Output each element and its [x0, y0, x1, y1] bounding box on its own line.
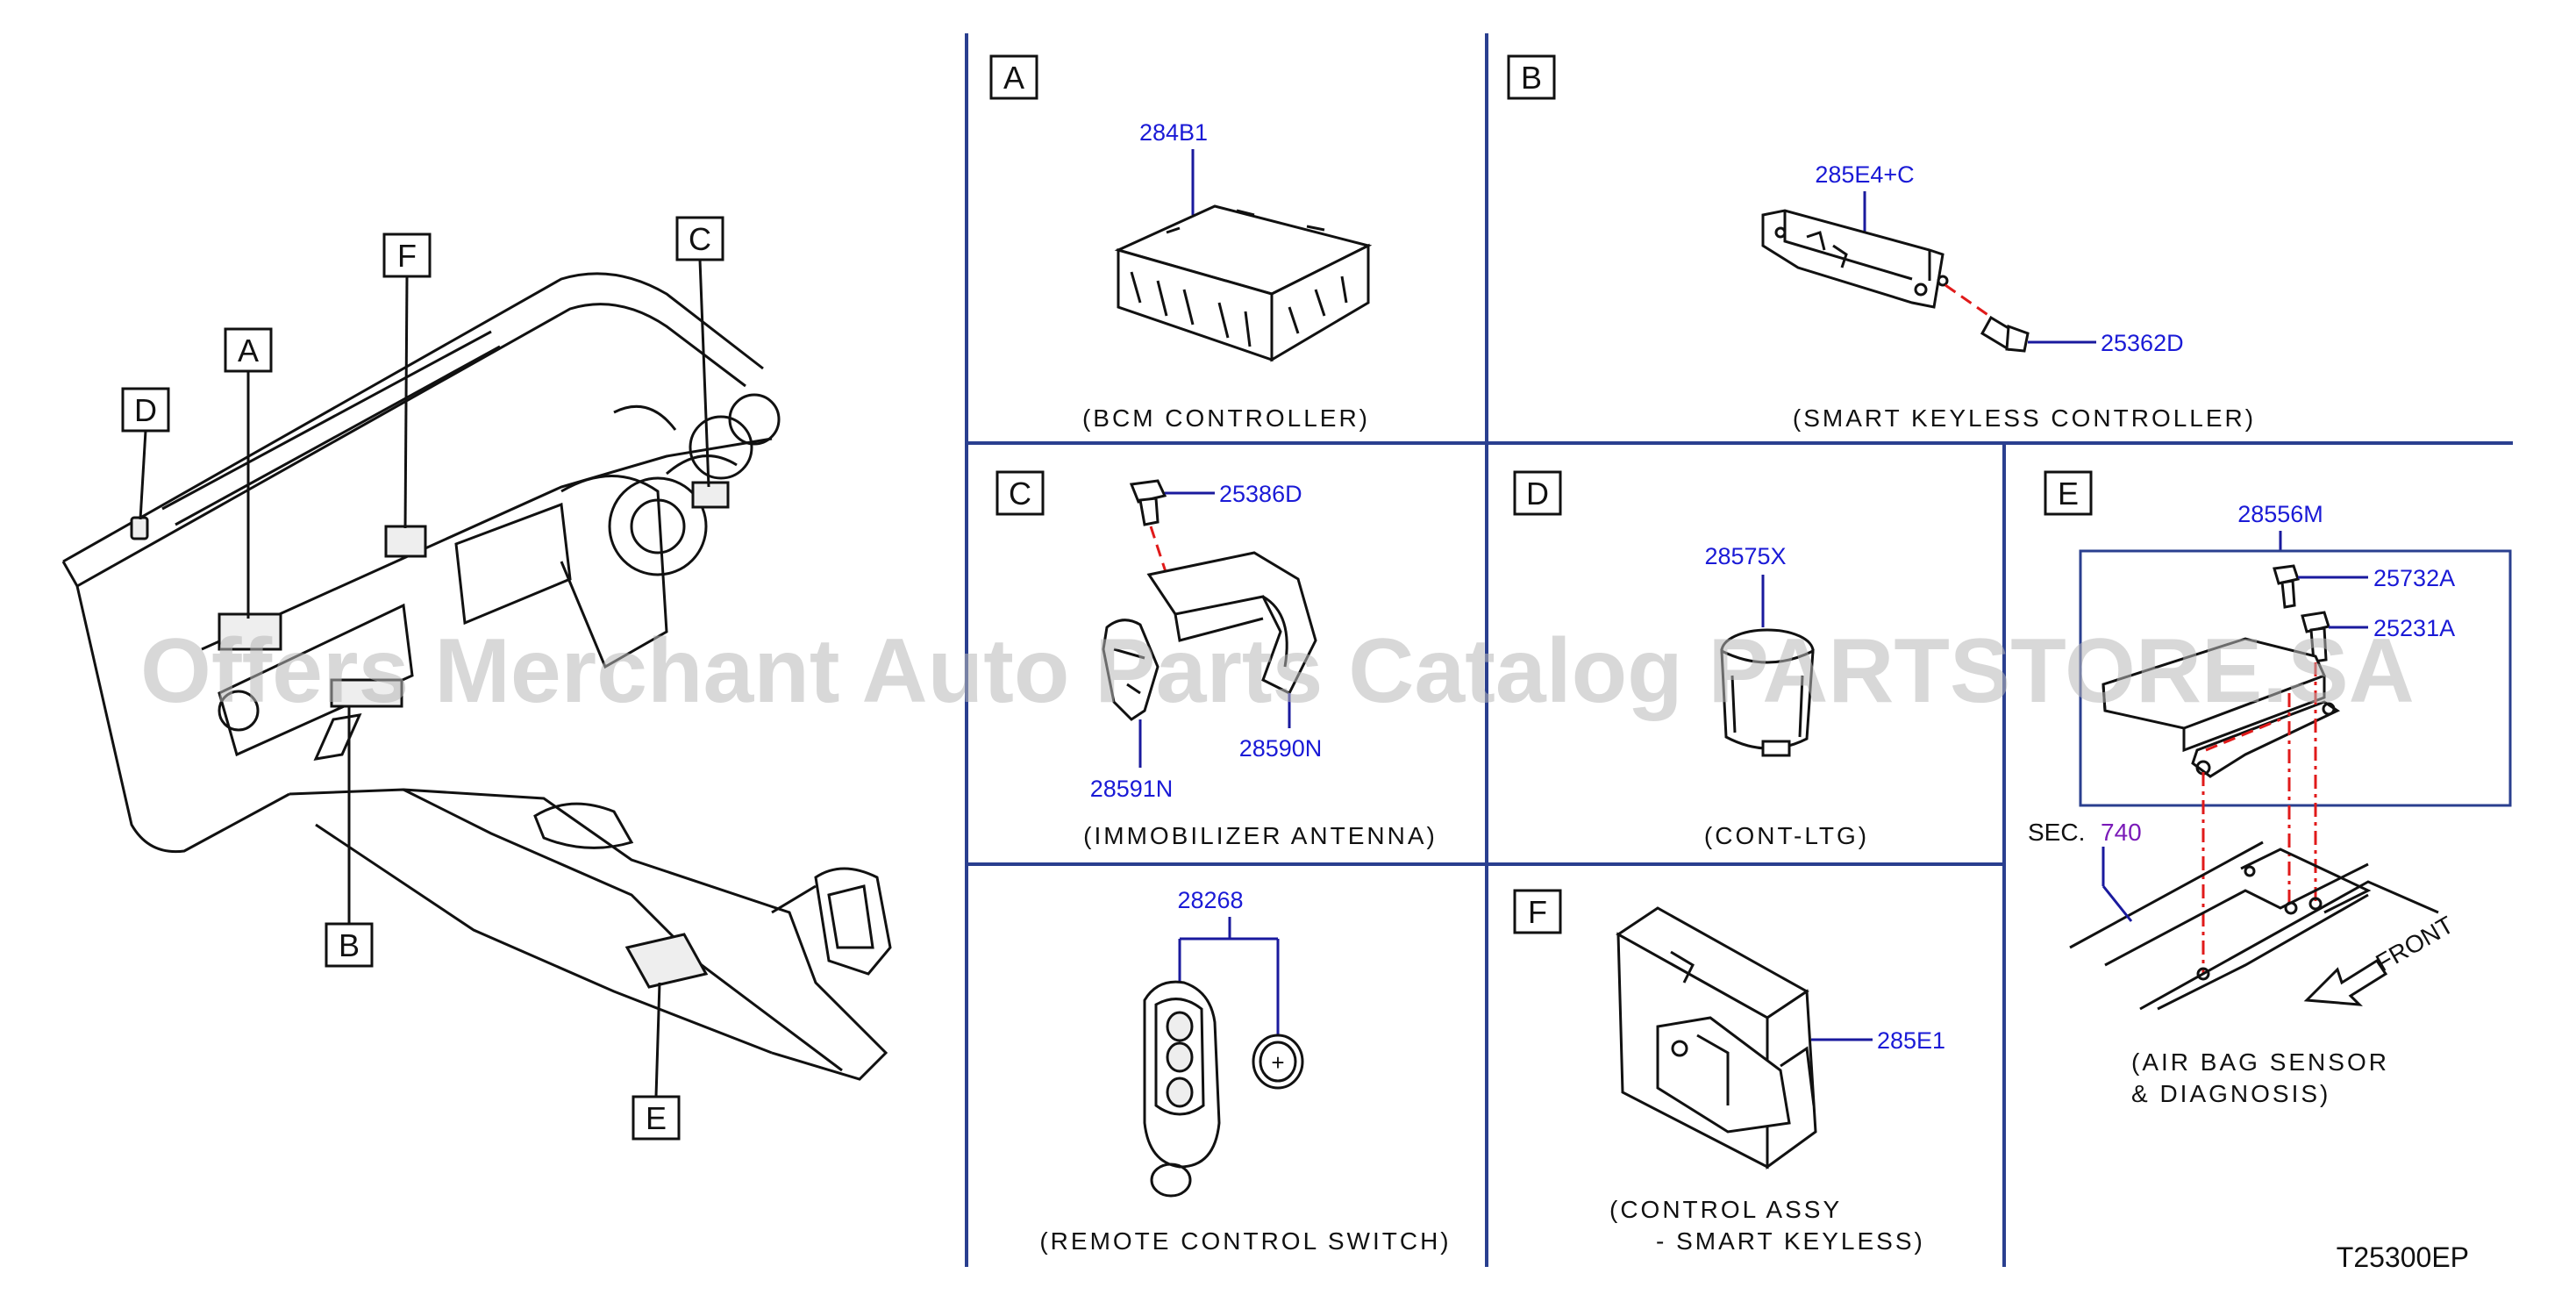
- part-28556m[interactable]: 28556M: [2237, 501, 2323, 527]
- airbag-sensor-unit-icon: [2101, 637, 2341, 778]
- panel-remote: 28268 + (REMOTE CONTROL SWITCH): [1039, 887, 1451, 1255]
- marker-f: F: [382, 232, 432, 529]
- panel-remote-caption: (REMOTE CONTROL SWITCH): [1039, 1227, 1451, 1255]
- panel-f: F 285E1 (CONTROL ASSY - SMART KEYLESS): [1513, 889, 1945, 1255]
- panel-a-letter: A: [1003, 60, 1024, 96]
- dashboard-illustration: [61, 272, 892, 1081]
- screw-25362d-icon: [1980, 315, 2030, 353]
- panel-d: D 28575X (CONT-LTG): [1513, 470, 1869, 849]
- panel-b-letter: B: [1521, 60, 1542, 96]
- airbag-sensor-detail-frame: [2079, 549, 2512, 807]
- marker-b-label: B: [339, 927, 360, 963]
- marker-d: D: [121, 387, 170, 520]
- panel-e-letter: E: [2058, 476, 2079, 512]
- marker-f-label: F: [397, 238, 417, 274]
- bcm-controller-icon: [1114, 204, 1373, 362]
- panel-d-caption: (CONT-LTG): [1704, 822, 1869, 849]
- front-direction-label: FRONT: [2372, 911, 2458, 976]
- mounting-floor-icon: [2069, 841, 2439, 1011]
- svg-text:+: +: [1271, 1049, 1284, 1076]
- bolt-25732a-icon: [2273, 564, 2300, 609]
- part-285e4c[interactable]: 285E4+C: [1815, 161, 1914, 188]
- remote-key-fob-icon: [1143, 980, 1221, 1198]
- bcm-location-icon: [218, 612, 282, 651]
- panel-f-letter: F: [1528, 894, 1547, 930]
- marker-d-label: D: [134, 392, 157, 428]
- bolt-25231a-icon: [2301, 611, 2330, 663]
- section-label: SEC.: [2028, 819, 2085, 846]
- part-28590n[interactable]: 28590N: [1239, 735, 1323, 762]
- airbag-sensor-location-icon: [624, 933, 709, 989]
- watermark: Offers Merchant Auto Parts Catalog PARTS…: [140, 620, 2415, 722]
- part-25231a[interactable]: 25231A: [2373, 615, 2455, 641]
- location-markers: A B C D E F: [121, 216, 724, 1141]
- marker-c: C: [675, 216, 724, 488]
- panel-grid: [965, 33, 2513, 1267]
- panel-d-letter: D: [1526, 476, 1549, 512]
- part-25732a[interactable]: 25732A: [2373, 565, 2455, 591]
- panel-e-caption-line2: & DIAGNOSIS): [2131, 1080, 2330, 1107]
- marker-a: A: [224, 327, 273, 619]
- control-assy-smart-keyless-icon: [1616, 906, 1817, 1170]
- panel-f-caption-line1: (CONTROL ASSY: [1609, 1196, 1842, 1223]
- marker-e-label: E: [646, 1100, 667, 1136]
- panel-e-caption-line1: (AIR BAG SENSOR: [2131, 1048, 2389, 1076]
- diagram-code: T25300EP: [2337, 1241, 2469, 1273]
- panel-b: B 285E4+C 25362D (SMART KEYLESS CONTROLL…: [1507, 54, 2256, 432]
- immobilizer-location-icon: [691, 481, 730, 509]
- panel-c-caption: (IMMOBILIZER ANTENNA): [1083, 822, 1438, 849]
- part-285e1[interactable]: 285E1: [1877, 1027, 1945, 1054]
- part-28591n[interactable]: 28591N: [1090, 776, 1174, 802]
- panel-a: A 284B1 (BCM CONTROLLER): [989, 54, 1373, 432]
- front-direction-arrow-icon: [2303, 958, 2388, 1006]
- coin-battery-icon: +: [1252, 1034, 1304, 1090]
- part-25386d[interactable]: 25386D: [1219, 481, 1302, 507]
- control-assy-location-icon: [384, 525, 427, 558]
- marker-e: E: [632, 982, 681, 1141]
- cont-ltg-location-icon: [130, 516, 149, 540]
- part-284b1[interactable]: 284B1: [1139, 119, 1208, 146]
- cont-ltg-icon: [1720, 628, 1815, 757]
- panel-f-caption-line2: - SMART KEYLESS): [1656, 1227, 1925, 1255]
- marker-a-label: A: [238, 333, 259, 368]
- smart-keyless-location-icon: [330, 678, 403, 708]
- panel-b-caption: (SMART KEYLESS CONTROLLER): [1793, 404, 2256, 432]
- panel-c-letter: C: [1009, 476, 1031, 512]
- immobilizer-antenna-ring-icon: [1146, 551, 1317, 696]
- part-25362d[interactable]: 25362D: [2101, 330, 2184, 356]
- section-number-740[interactable]: 740: [2101, 819, 2142, 846]
- smart-keyless-controller-icon: [1761, 209, 1949, 309]
- panel-e: E 28556M 25732A 25231A: [2028, 470, 2512, 1107]
- marker-c-label: C: [689, 221, 711, 257]
- part-28268[interactable]: 28268: [1177, 887, 1243, 913]
- panel-a-caption: (BCM CONTROLLER): [1082, 404, 1370, 432]
- part-28575x[interactable]: 28575X: [1704, 543, 1786, 569]
- immobilizer-antenna-connector-icon: [1102, 619, 1160, 721]
- screw-25386d-icon: [1129, 479, 1167, 526]
- panel-c: C 25386D 28590N 28591N (IMMOBILIZER ANTE…: [995, 470, 1438, 849]
- marker-b: B: [325, 706, 374, 968]
